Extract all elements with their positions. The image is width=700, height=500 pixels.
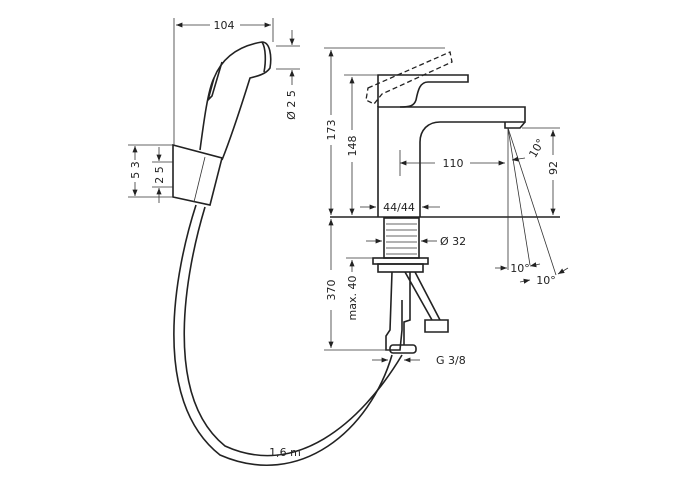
handshower [172,41,403,466]
holder-height-label: 5 3 [129,161,142,179]
handshower-dimensions: 104 Ø 2 5 5 3 2 5 1,6 m [128,18,301,459]
angle-bottom-2-label: 10° [536,274,556,287]
supply-hoses [385,271,441,351]
faucet [330,51,560,354]
total-height-label: 173 [325,120,338,141]
valve-connector [424,319,449,333]
body-width-label: 44/44 [383,201,415,214]
mounting-nut [377,263,424,273]
connection-label: G 3/8 [436,354,466,367]
width-104-label: 104 [214,19,235,32]
spout-reach-label: 110 [443,157,464,170]
angle-top-label: 10° [526,137,547,160]
hose [173,204,393,466]
aerator [504,121,526,129]
lever-raised-dashed [365,51,453,105]
handshower-body [199,41,272,161]
below-counter-label: 370 [325,280,338,301]
handshower-holder [172,143,223,206]
spout-height-label: 92 [547,161,560,175]
handshower-button [206,61,223,103]
angle-bottom-1-label: 10° [510,262,530,275]
hose-length-label: 1,6 m [269,446,301,459]
mounting-plate [372,257,429,265]
body-height-label: 148 [346,136,359,157]
holder-inner-label: 2 5 [153,166,166,184]
head-diameter-label: Ø 2 5 [285,90,298,120]
faucet-dimensions: 173 148 110 92 10° 10° 10° 44/44 Ø 32 [324,47,569,367]
handshower-nozzle [261,41,267,73]
max-thickness-label: max. 40 [346,276,359,321]
shank-diameter-label: Ø 32 [440,235,466,248]
faucet-body [377,106,526,217]
lever [377,74,469,108]
